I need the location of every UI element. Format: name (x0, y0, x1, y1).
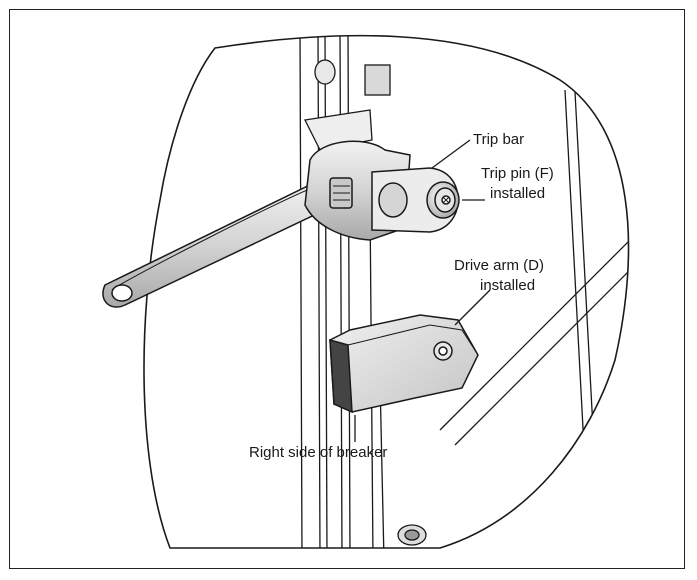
drive-arm-leader (454, 289, 491, 326)
drive-arm-label-line1: Drive arm (D) (454, 257, 544, 274)
right-side-label: Right side of breaker (249, 444, 388, 461)
trip-pin (426, 181, 460, 219)
trip-bar-label: Trip bar (473, 131, 525, 148)
drive-arm-label-line2: installed (480, 277, 536, 294)
trip-pin-label-line1: Trip pin (F) (481, 165, 554, 182)
upper-bracket (304, 59, 391, 151)
trip-pin-label-line2: installed (490, 185, 546, 202)
callout-leaders (354, 139, 491, 442)
drive-arm (329, 314, 479, 414)
lower-bolt (397, 524, 427, 546)
wrench (102, 140, 411, 308)
detail-view-oval (143, 34, 630, 549)
trip-bar-leader (431, 139, 471, 169)
